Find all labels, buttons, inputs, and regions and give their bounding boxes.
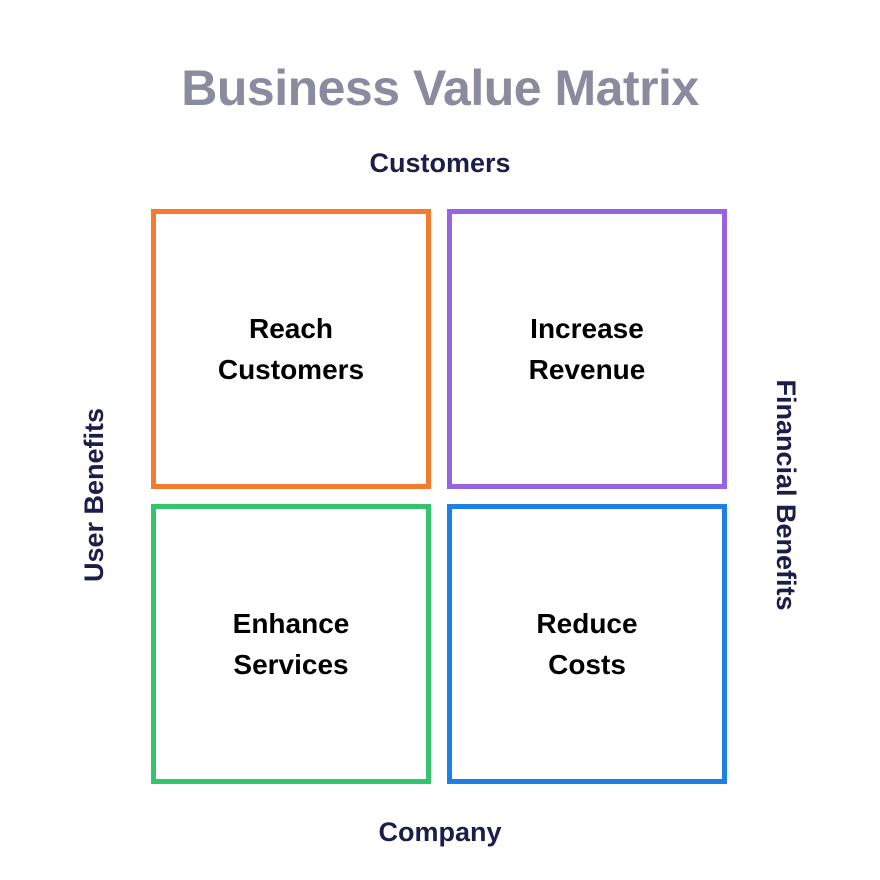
quadrant-label-line1: Increase (530, 313, 644, 344)
quadrant-label-line1: Reach (248, 313, 334, 344)
quadrant-label-line1: Reduce (536, 608, 638, 639)
quadrant-label-line1: Enhance (232, 608, 350, 639)
quadrant-label: Enhance Services (171, 603, 411, 685)
quadrant-reduce-costs: Reduce Costs (447, 504, 727, 784)
quadrant-label-line2: Customers (217, 354, 365, 385)
quadrant-reach-customers: Reach Customers (151, 209, 431, 489)
matrix-title: Business Value Matrix (181, 60, 699, 116)
quadrant-label: Increase Revenue (467, 308, 707, 390)
axis-label-right: Financial Benefits (771, 379, 801, 611)
axis-label-top: Customers (369, 148, 511, 178)
axis-label-left: User Benefits (79, 407, 109, 583)
quadrant-label: Reach Customers (171, 308, 411, 390)
quadrant-increase-revenue: Increase Revenue (447, 209, 727, 489)
quadrant-label-line2: Revenue (528, 354, 646, 385)
axis-label-bottom: Company (378, 817, 502, 847)
quadrant-label-line2: Costs (548, 649, 626, 680)
quadrant-label-line2: Services (233, 649, 349, 680)
quadrant-enhance-services: Enhance Services (151, 504, 431, 784)
quadrant-label: Reduce Costs (467, 603, 707, 685)
